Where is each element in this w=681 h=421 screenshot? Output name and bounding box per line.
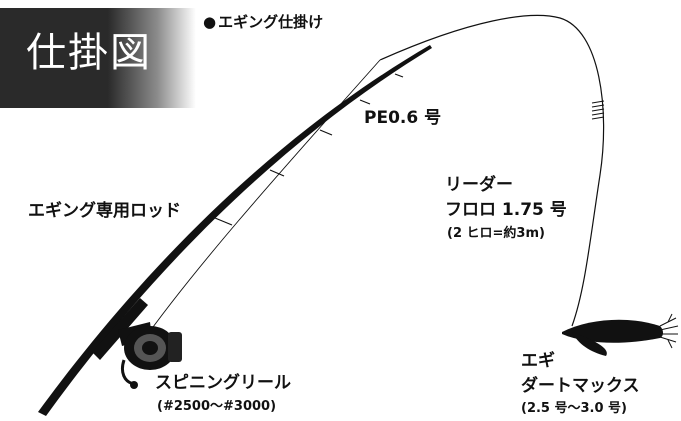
egi-lure-icon: [562, 313, 679, 356]
leader-line-label: フロロ 1.75 号: [445, 200, 567, 220]
rod-grip: [92, 298, 148, 360]
line-along-rod: [139, 59, 381, 346]
title-banner: 仕掛図: [0, 8, 196, 108]
rod-label: エギング専用ロッド: [28, 201, 181, 221]
egi-size-label: (2.5 号〜3.0 号): [521, 401, 627, 416]
page-title: 仕掛図: [26, 30, 152, 76]
main-line: [379, 14, 605, 327]
rod: [38, 45, 432, 416]
subtitle-text: エギング仕掛け: [218, 13, 324, 31]
egi-name-label: ダートマックス: [521, 376, 640, 396]
rod-guides: [214, 73, 404, 226]
bullet-icon: ●: [203, 13, 217, 31]
pe-line-label: PE0.6 号: [364, 108, 442, 128]
leader-title: リーダー: [445, 175, 513, 195]
leader-length-label: (2 ヒロ=約3m): [447, 226, 545, 241]
knot-marks: [591, 100, 605, 120]
spinning-reel-icon: [118, 322, 182, 389]
reel-label: スピニングリール: [155, 373, 291, 393]
subtitle-label: ●エギング仕掛け: [203, 13, 324, 31]
reel-size-label: (#2500〜#3000): [157, 399, 277, 414]
egi-title: エギ: [521, 351, 555, 371]
